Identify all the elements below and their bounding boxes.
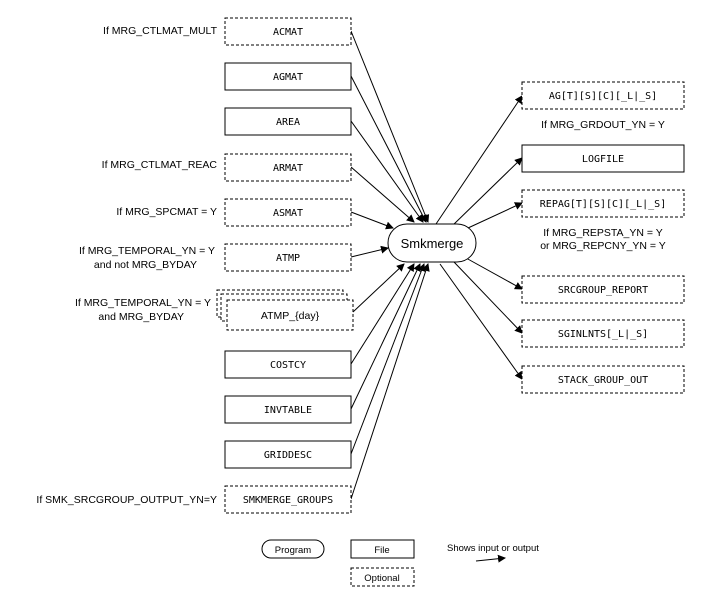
output-sginlnts: SGINLNTS[_L|_S] [521, 319, 685, 348]
output-logfile: LOGFILE [521, 144, 685, 173]
input-asmat-label: ASMAT [273, 208, 303, 219]
output-logfile-label: LOGFILE [582, 154, 624, 165]
input-acmat: ACMAT If MRG_CTLMAT_MULT [103, 17, 352, 46]
output-sginlnts-label: SGINLNTS[_L|_S] [558, 329, 648, 340]
input-armat-label: ARMAT [273, 163, 303, 174]
legend-file: File [350, 539, 415, 559]
arrow-program-to-stack-group-out [439, 263, 523, 380]
legend-optional: Optional [350, 567, 415, 587]
arrow-atmp-day-to-program [352, 263, 405, 313]
output-srcgroup-report: SRCGROUP_REPORT [521, 275, 685, 304]
input-atmp-day-condition-1: If MRG_TEMPORAL_YN = Y [75, 297, 211, 309]
output-repag-condition-1: If MRG_REPSTA_YN = Y [543, 227, 663, 239]
input-agmat: AGMAT [224, 62, 352, 91]
input-area: AREA [224, 107, 352, 136]
input-acmat-condition: If MRG_CTLMAT_MULT [103, 25, 218, 37]
legend-arrow-line [475, 554, 506, 563]
legend-program: Program [261, 539, 325, 559]
input-armat: ARMAT If MRG_CTLMAT_REAC [102, 153, 352, 182]
input-atmp-day-condition-2: and MRG_BYDAY [98, 311, 184, 323]
arrow-program-to-sginlnts [453, 261, 523, 334]
arrow-invtable-to-program [350, 263, 421, 410]
input-agmat-label: AGMAT [273, 72, 303, 83]
arrow-agmat-to-program [350, 75, 427, 223]
arrow-program-to-ag [435, 95, 523, 225]
legend-program-label: Program [275, 545, 312, 556]
input-atmp-day-label: ATMP_{day} [261, 310, 320, 322]
legend: Program File Optional Shows input or out… [261, 539, 539, 587]
output-repag: REPAG[T][S][C][_L|_S] If MRG_REPSTA_YN =… [521, 189, 685, 252]
legend-optional-label: Optional [364, 573, 399, 584]
input-griddesc-label: GRIDDESC [264, 450, 312, 461]
input-asmat-condition: If MRG_SPCMAT = Y [116, 206, 217, 218]
input-invtable: INVTABLE [224, 395, 352, 424]
input-invtable-label: INVTABLE [264, 405, 312, 416]
output-ag-label: AG[T][S][C][_L|_S] [549, 91, 657, 102]
input-smkmerge-groups-condition: If SMK_SRCGROUP_OUTPUT_YN=Y [36, 494, 217, 506]
legend-file-label: File [374, 545, 389, 556]
output-ag: AG[T][S][C][_L|_S] If MRG_GRDOUT_YN = Y [521, 81, 685, 131]
arrow-acmat-to-program [350, 30, 430, 223]
program-node: Smkmerge [387, 223, 477, 263]
output-stack-group-out-label: STACK_GROUP_OUT [558, 375, 648, 386]
arrow-program-to-srcgroup-report [465, 257, 523, 290]
output-repag-condition-2: or MRG_REPCNY_YN = Y [540, 240, 666, 252]
input-atmp-condition-1: If MRG_TEMPORAL_YN = Y [79, 245, 215, 257]
output-ag-condition: If MRG_GRDOUT_YN = Y [541, 119, 665, 131]
input-armat-condition: If MRG_CTLMAT_REAC [102, 159, 218, 171]
arrow-asmat-to-program [350, 211, 394, 230]
arrows-layer [350, 30, 523, 500]
arrow-armat-to-program [350, 166, 415, 223]
input-atmp-condition-2: and not MRG_BYDAY [94, 259, 197, 271]
input-area-label: AREA [276, 117, 300, 128]
arrow-area-to-program [350, 120, 424, 223]
arrow-costcy-to-program [350, 263, 415, 365]
input-asmat: ASMAT If MRG_SPCMAT = Y [116, 198, 352, 227]
input-smkmerge-groups-label: SMKMERGE_GROUPS [243, 495, 333, 506]
input-atmp-label: ATMP [276, 253, 300, 264]
input-costcy-label: COSTCY [270, 360, 306, 371]
output-srcgroup-report-label: SRCGROUP_REPORT [558, 285, 648, 296]
output-repag-label: REPAG[T][S][C][_L|_S] [540, 199, 666, 210]
input-smkmerge-groups: SMKMERGE_GROUPS If SMK_SRCGROUP_OUTPUT_Y… [36, 485, 352, 514]
arrow-program-to-repag [467, 202, 523, 229]
input-atmp: ATMP If MRG_TEMPORAL_YN = Y and not MRG_… [79, 243, 352, 272]
input-acmat-label: ACMAT [273, 27, 303, 38]
input-atmp-day: ATMP_{day} If MRG_TEMPORAL_YN = Y and MR… [75, 289, 354, 331]
input-griddesc: GRIDDESC [224, 440, 352, 469]
arrow-smkmerge-groups-to-program [350, 263, 430, 500]
program-label: Smkmerge [401, 236, 464, 251]
arrow-atmp-to-program [350, 245, 389, 258]
arrow-griddesc-to-program [350, 263, 426, 455]
input-costcy: COSTCY [224, 350, 352, 379]
arrow-program-to-logfile [451, 157, 523, 227]
legend-arrow: Shows input or output [447, 543, 539, 563]
output-stack-group-out: STACK_GROUP_OUT [521, 365, 685, 394]
legend-arrow-label: Shows input or output [447, 543, 539, 554]
